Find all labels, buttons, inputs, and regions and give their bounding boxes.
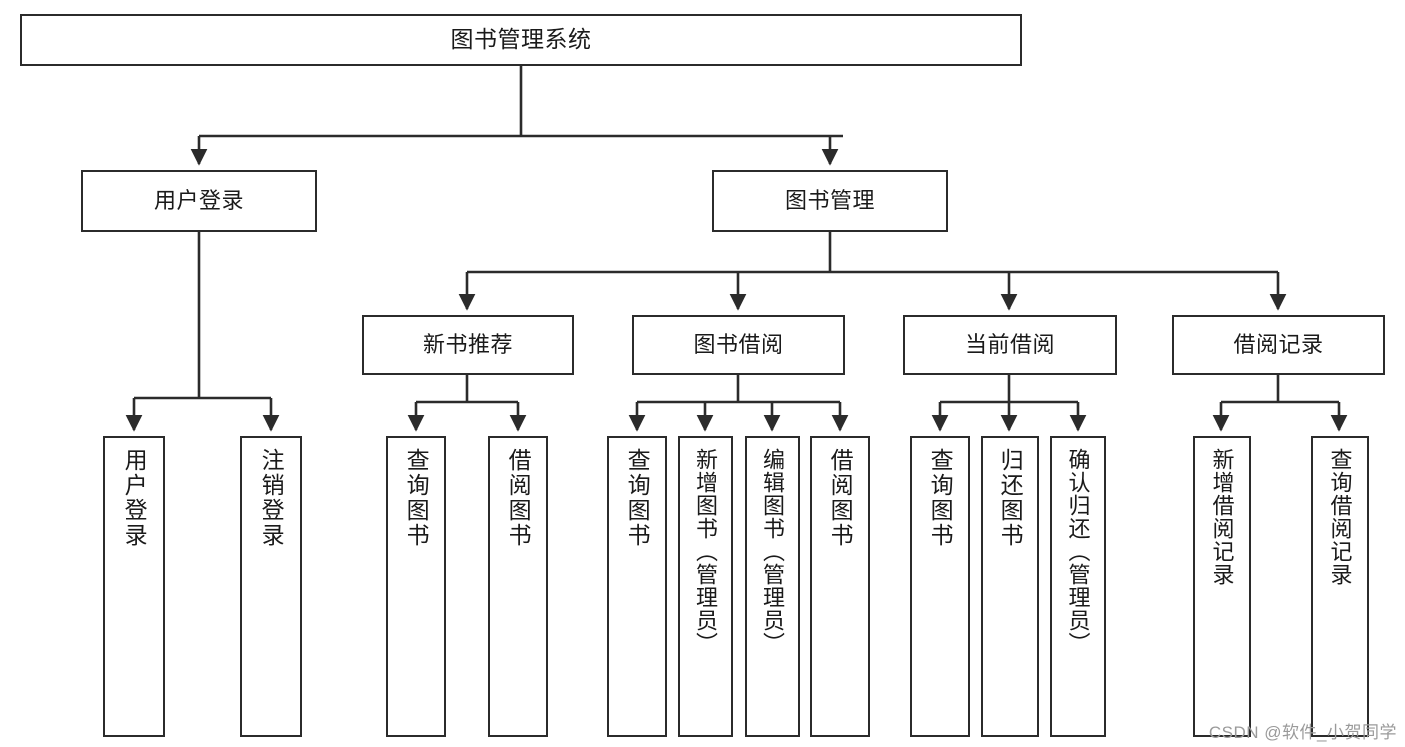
leaf-confirm-return-label: 确认归还（管理员） (1065, 448, 1091, 655)
watermark-text: CSDN @软件_小贺同学 (1208, 723, 1397, 742)
leaf-query-record-label: 查询借阅记录 (1327, 448, 1353, 586)
node-current-borrow[interactable]: 当前借阅 (903, 315, 1117, 375)
leaf-borrow-book-1-label: 借阅图书 (505, 448, 532, 548)
leaf-edit-book-label: 编辑图书（管理员） (760, 448, 786, 655)
leaf-return-book[interactable]: 归还图书 (981, 436, 1039, 737)
leaf-add-book-label: 新增图书（管理员） (693, 448, 719, 655)
leaf-add-record-label: 新增借阅记录 (1209, 448, 1235, 586)
leaf-borrow-book-1[interactable]: 借阅图书 (488, 436, 548, 737)
node-current-borrow-label: 当前借阅 (964, 331, 1055, 357)
node-root[interactable]: 图书管理系统 (20, 14, 1022, 66)
leaf-query-record[interactable]: 查询借阅记录 (1311, 436, 1369, 737)
node-user-login[interactable]: 用户登录 (81, 170, 317, 232)
node-root-label: 图书管理系统 (450, 26, 592, 53)
leaf-add-record[interactable]: 新增借阅记录 (1193, 436, 1251, 737)
leaf-query-book-1-label: 查询图书 (403, 448, 430, 548)
node-book-manage-label: 图书管理 (784, 187, 875, 213)
leaf-borrow-book-2-label: 借阅图书 (827, 448, 854, 548)
node-book-borrow-label: 图书借阅 (693, 331, 784, 357)
leaf-query-book-2-label: 查询图书 (624, 448, 651, 548)
node-borrow-record[interactable]: 借阅记录 (1172, 315, 1385, 375)
leaf-borrow-book-2[interactable]: 借阅图书 (810, 436, 870, 737)
leaf-edit-book[interactable]: 编辑图书（管理员） (745, 436, 800, 737)
node-new-book-recommend-label: 新书推荐 (422, 331, 513, 357)
leaf-confirm-return[interactable]: 确认归还（管理员） (1050, 436, 1106, 737)
leaf-query-book-3[interactable]: 查询图书 (910, 436, 970, 737)
node-book-manage[interactable]: 图书管理 (712, 170, 948, 232)
leaf-query-book-2[interactable]: 查询图书 (607, 436, 667, 737)
leaf-logout-login[interactable]: 注销登录 (240, 436, 302, 737)
leaf-query-book-1[interactable]: 查询图书 (386, 436, 446, 737)
leaf-logout-login-label: 注销登录 (258, 448, 285, 548)
leaf-return-book-label: 归还图书 (997, 448, 1024, 548)
leaf-user-login[interactable]: 用户登录 (103, 436, 165, 737)
leaf-query-book-3-label: 查询图书 (927, 448, 954, 548)
leaf-user-login-label: 用户登录 (121, 448, 148, 548)
leaf-add-book[interactable]: 新增图书（管理员） (678, 436, 733, 737)
node-book-borrow[interactable]: 图书借阅 (632, 315, 845, 375)
node-borrow-record-label: 借阅记录 (1233, 331, 1324, 357)
node-new-book-recommend[interactable]: 新书推荐 (362, 315, 574, 375)
node-user-login-label: 用户登录 (153, 187, 244, 213)
